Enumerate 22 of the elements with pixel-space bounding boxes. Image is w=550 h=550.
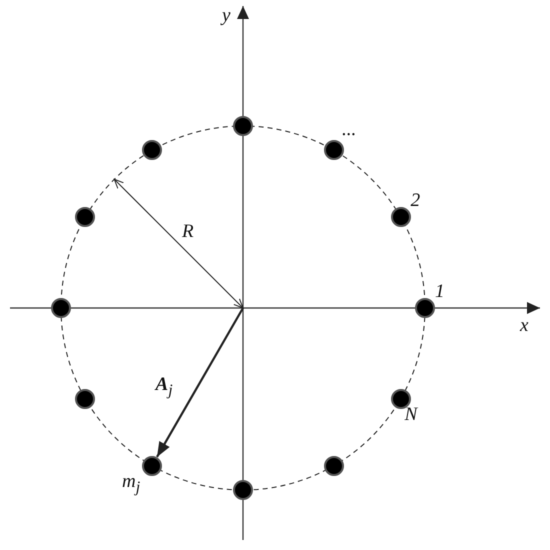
point-label: 1 [435,282,444,301]
point-marker [75,207,96,227]
point-marker [233,480,253,500]
edge-label: A$_{j}$ [156,374,173,398]
point-marker [415,298,435,318]
point-marker [142,140,162,160]
point-marker [142,456,162,476]
point-marker [51,298,71,318]
axis-label: x [520,316,528,335]
point-marker [324,140,344,160]
point-marker [233,116,253,136]
point-marker [75,389,96,409]
point-label: N [404,405,418,424]
point-label: ... [342,120,356,140]
point-marker [390,207,411,227]
point-marker [390,389,411,409]
radius-label: R [182,222,194,241]
arrow [156,307,244,458]
axis-label: y [222,6,230,25]
point-label: 2 [410,191,420,210]
point-label: m$_{j}$ [122,472,140,496]
point-marker [324,456,344,476]
